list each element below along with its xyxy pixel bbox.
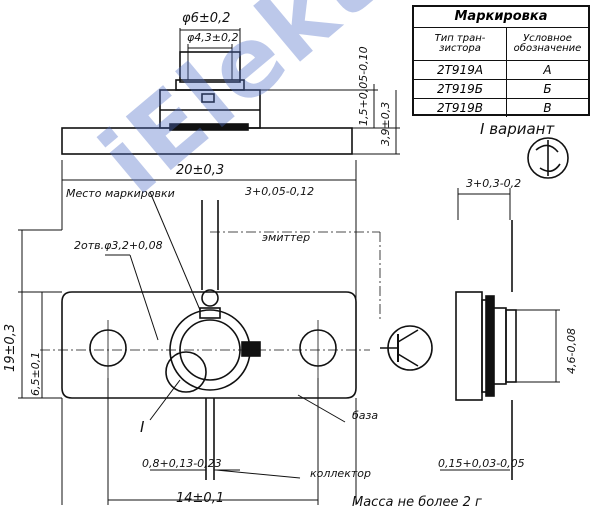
dim-h15: 1,5+0,05-0,10 (357, 46, 370, 126)
label-collector: коллектор (310, 467, 371, 480)
side-body (455, 291, 483, 401)
dim-w3: 3+0,05-0,12 (245, 185, 315, 198)
variant-symbol (527, 137, 569, 179)
dim-d6: φ6±0,2 (182, 11, 231, 26)
label-emitter: эмиттер (262, 231, 311, 244)
label-marking-place: Место маркировки (66, 187, 175, 200)
top-cap-body (179, 51, 241, 83)
label-roman-one: I (140, 418, 145, 436)
label-base: база (352, 409, 379, 422)
dim-h39: 3,9±0,3 (379, 101, 392, 146)
top-flange (61, 127, 353, 155)
marking-table: Маркировка Тип тран- зистора Условное об… (412, 5, 590, 117)
dim-lead-w: 0,8+0,13-0,23 (142, 457, 222, 470)
top-cap-base (159, 89, 261, 129)
dim-side-46: 4,6-0,08 (565, 328, 578, 374)
table-row: 2Т919А А (414, 61, 588, 80)
flange-outline (61, 291, 357, 399)
top-cap-ring (175, 79, 245, 91)
dim-h19: 19±0,3 (3, 323, 18, 372)
dim-w20: 20±0,3 (176, 163, 225, 178)
table-title: Маркировка (414, 7, 588, 28)
variant-label: I вариант (480, 120, 555, 138)
table-header: Тип тран- зистора Условное обозначение (414, 28, 588, 61)
dim-side-015: 0,15+0,03-0,05 (438, 457, 525, 470)
dim-w14: 14±0,1 (176, 491, 225, 506)
base-pin (165, 351, 207, 393)
header-mark: Условное обозначение (513, 32, 582, 54)
dim-d43: φ4,3±0,2 (187, 31, 239, 44)
dim-holes: 2отв.φ3,2+0,08 (74, 239, 163, 252)
dim-h65: 6,5±0,1 (29, 351, 42, 396)
top-base-dark (169, 123, 249, 131)
dim-side-3: 3+0,3-0,2 (466, 177, 522, 190)
table-row: 2Т919В В (414, 99, 588, 117)
table-row: 2Т919Б Б (414, 80, 588, 99)
header-type: Тип тран- зистора (414, 28, 507, 60)
label-mass: Масса не более 2 г (352, 495, 482, 510)
